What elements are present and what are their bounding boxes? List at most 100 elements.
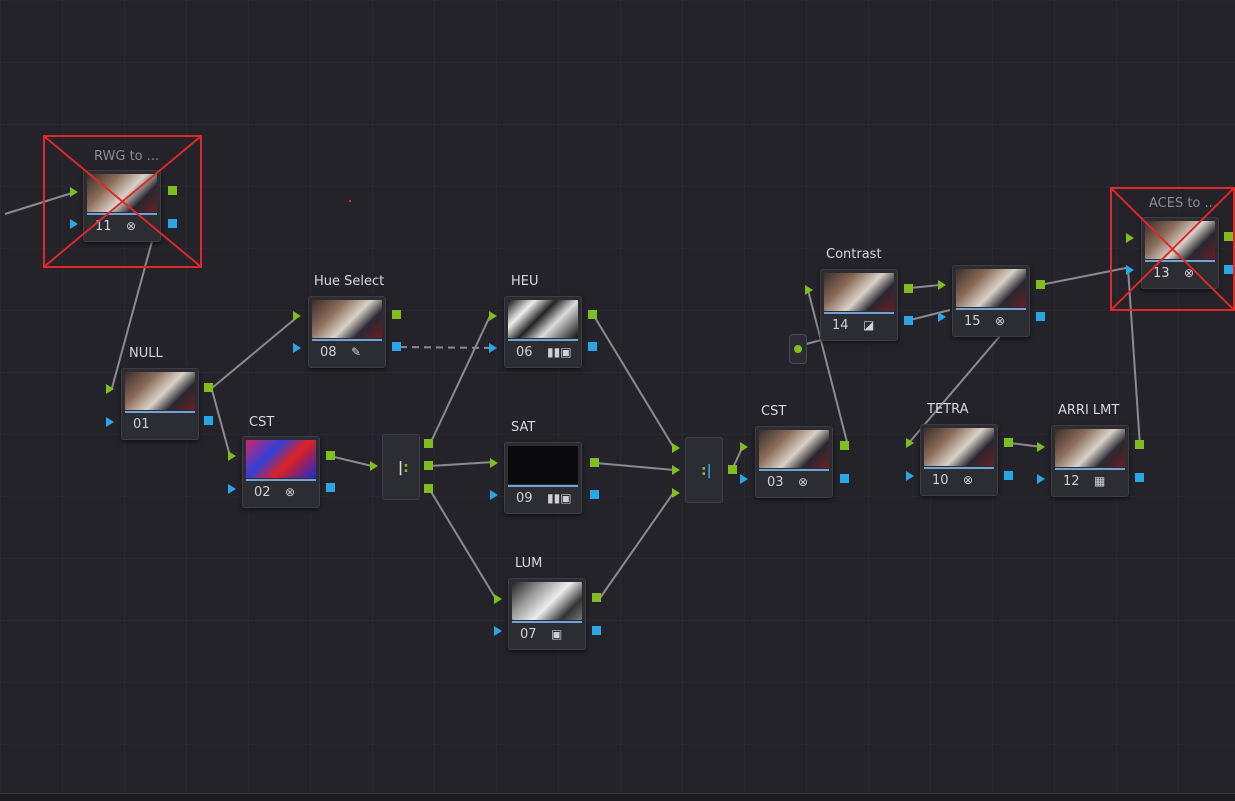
alpha-input-pin[interactable] [1037,474,1045,484]
rgb-output-pin[interactable] [588,310,597,319]
node-15[interactable]: 15 ⊗ [952,265,1030,337]
splitter-output-pin[interactable] [424,461,433,470]
alpha-output-pin[interactable] [326,483,335,492]
rgb-input-pin[interactable] [938,280,946,290]
alpha-output-pin[interactable] [904,316,913,325]
alpha-input-pin[interactable] [938,312,946,322]
alpha-output-pin[interactable] [1224,265,1233,274]
rgb-output-pin[interactable] [204,383,213,392]
rgb-input-pin[interactable] [805,285,813,295]
link [429,461,495,467]
rgb-output-pin[interactable] [392,310,401,319]
rgb-input-pin[interactable] [70,187,78,197]
alpha-output-pin[interactable] [392,342,401,351]
parallel-dot-node[interactable] [789,334,807,364]
alpha-output-pin[interactable] [1135,473,1144,482]
node-03-label: CST [761,404,787,419]
rgb-output-pin[interactable] [590,458,599,467]
rgb-input-pin[interactable] [1037,442,1045,452]
node-10[interactable]: 10 ⊗ [920,424,998,496]
alpha-input-pin[interactable] [494,626,502,636]
alpha-input-pin[interactable] [70,219,78,229]
node-10-label: TETRA [927,402,969,417]
rgb-output-pin[interactable] [840,441,849,450]
alpha-output-pin[interactable] [204,416,213,425]
rgb-input-pin[interactable] [489,311,497,321]
alpha-input-pin[interactable] [106,417,114,427]
node-14[interactable]: 14 ◪ [820,269,898,341]
rgb-output-pin[interactable] [1224,232,1233,241]
alpha-output-pin[interactable] [592,626,601,635]
node-09-label: SAT [511,420,536,435]
alpha-output-pin[interactable] [168,219,177,228]
node-bar [1145,260,1215,262]
bottom-scrollbar[interactable] [0,793,1235,801]
splitter-node[interactable]: |: [382,434,420,500]
splitter-output-pin[interactable] [424,439,433,448]
splitter-output-pin[interactable] [424,484,433,493]
splitter-icon: |: [398,460,409,476]
node-13-label: ACES to ... [1149,196,1217,211]
node-thumbnail [824,273,894,311]
alpha-output-pin[interactable] [840,474,849,483]
rgb-input-pin[interactable] [228,451,236,461]
node-06[interactable]: 06 ▮▮▣ [504,296,582,368]
node-number: 14 [832,318,849,333]
rgb-output-pin[interactable] [1135,440,1144,449]
alpha-output-pin[interactable] [588,342,597,351]
node-12[interactable]: 12 ▦ [1051,425,1129,497]
fx-icon: ⊗ [1184,266,1195,280]
rgb-input-pin[interactable] [490,458,498,468]
combiner-input-pin[interactable] [672,465,680,475]
rgb-input-pin[interactable] [293,311,301,321]
alpha-input-pin[interactable] [293,343,301,353]
combiner-input-pin[interactable] [672,443,680,453]
node-13[interactable]: 13 ⊗ [1141,217,1219,289]
rgb-output-pin[interactable] [1036,280,1045,289]
rgb-input-pin[interactable] [740,442,748,452]
node-thumbnail [246,440,316,478]
rgb-output-pin[interactable] [1004,438,1013,447]
alpha-output-pin[interactable] [1036,312,1045,321]
combiner-node[interactable]: :| [685,437,723,503]
rgb-input-pin[interactable] [494,594,502,604]
alpha-input-pin[interactable] [1126,265,1134,275]
combiner-input-pin[interactable] [672,488,680,498]
link [1039,267,1127,286]
node-08-label: Hue Select [314,274,385,289]
rgb-output-pin[interactable] [904,284,913,293]
node-bar [246,479,316,481]
node-11[interactable]: 11 ⊗ [83,170,161,242]
splitter-input-pin[interactable] [370,461,378,471]
alpha-input-pin[interactable] [906,471,914,481]
rgb-output-pin[interactable] [168,186,177,195]
rgb-input-pin[interactable] [1126,233,1134,243]
rgb-input-pin[interactable] [906,438,914,448]
node-01[interactable]: 01 [121,368,199,440]
node-thumbnail [956,269,1026,307]
link [593,315,675,449]
node-bar [956,308,1026,310]
node-02[interactable]: 02 ⊗ [242,436,320,508]
alpha-output-pin[interactable] [1004,471,1013,480]
node-number: 10 [932,473,949,488]
rgb-output-pin[interactable] [326,451,335,460]
alpha-input-pin[interactable] [740,474,748,484]
node-bar [125,411,195,413]
channels-icon: ▮▮▣ [547,345,572,359]
node-09[interactable]: 09 ▮▮▣ [504,442,582,514]
node-07[interactable]: 07 ▣ [508,578,586,650]
node-08[interactable]: 08 ✎ [308,296,386,368]
alpha-output-pin[interactable] [590,490,599,499]
node-03[interactable]: 03 ⊗ [755,426,833,498]
rgb-output-pin[interactable] [592,593,601,602]
rgb-input-pin[interactable] [106,384,114,394]
alpha-input-pin[interactable] [489,343,497,353]
curve-icon: ◪ [863,318,875,332]
combiner-output-pin[interactable] [728,465,737,474]
alpha-input-pin[interactable] [228,484,236,494]
node-14-label: Contrast [826,247,882,262]
node-thumbnail [87,174,157,212]
alpha-input-pin[interactable] [490,490,498,500]
